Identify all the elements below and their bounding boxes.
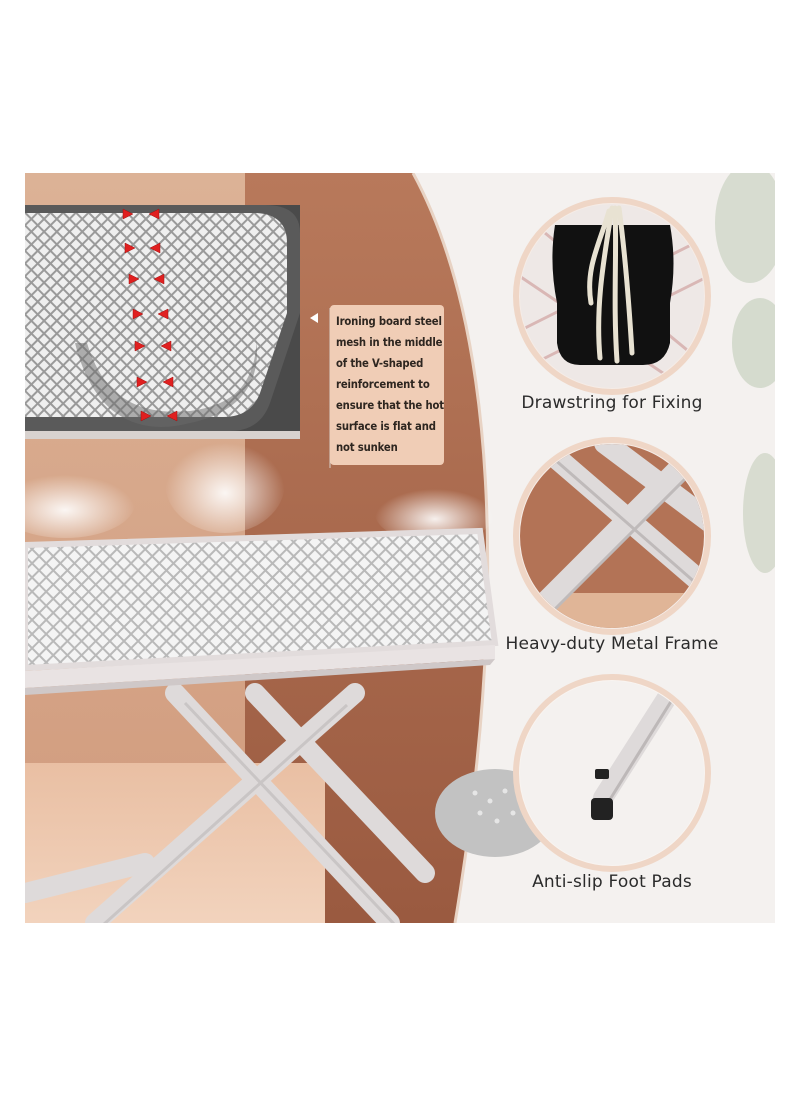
callout-line: of the V-shaped [336, 357, 424, 370]
feature-caption-metal-frame: Heavy-duty Metal Frame [505, 634, 719, 654]
callout-line: reinforcement to [336, 378, 430, 391]
feature-caption-foot-pads: Anti-slip Foot Pads [532, 872, 692, 892]
callout-line: ensure that the hot [336, 399, 444, 412]
product-scene [25, 173, 775, 923]
callout-pointer-icon [310, 313, 318, 323]
callout-line: mesh in the middle [336, 336, 443, 349]
feature-caption-drawstring: Drawstring for Fixing [521, 393, 703, 413]
callout-line: surface is flat and [336, 420, 436, 433]
callout-line: not sunken [336, 441, 398, 454]
mesh-callout: Ironing board steel mesh in the middle o… [330, 305, 444, 465]
callout-line: Ironing board steel [336, 315, 442, 328]
